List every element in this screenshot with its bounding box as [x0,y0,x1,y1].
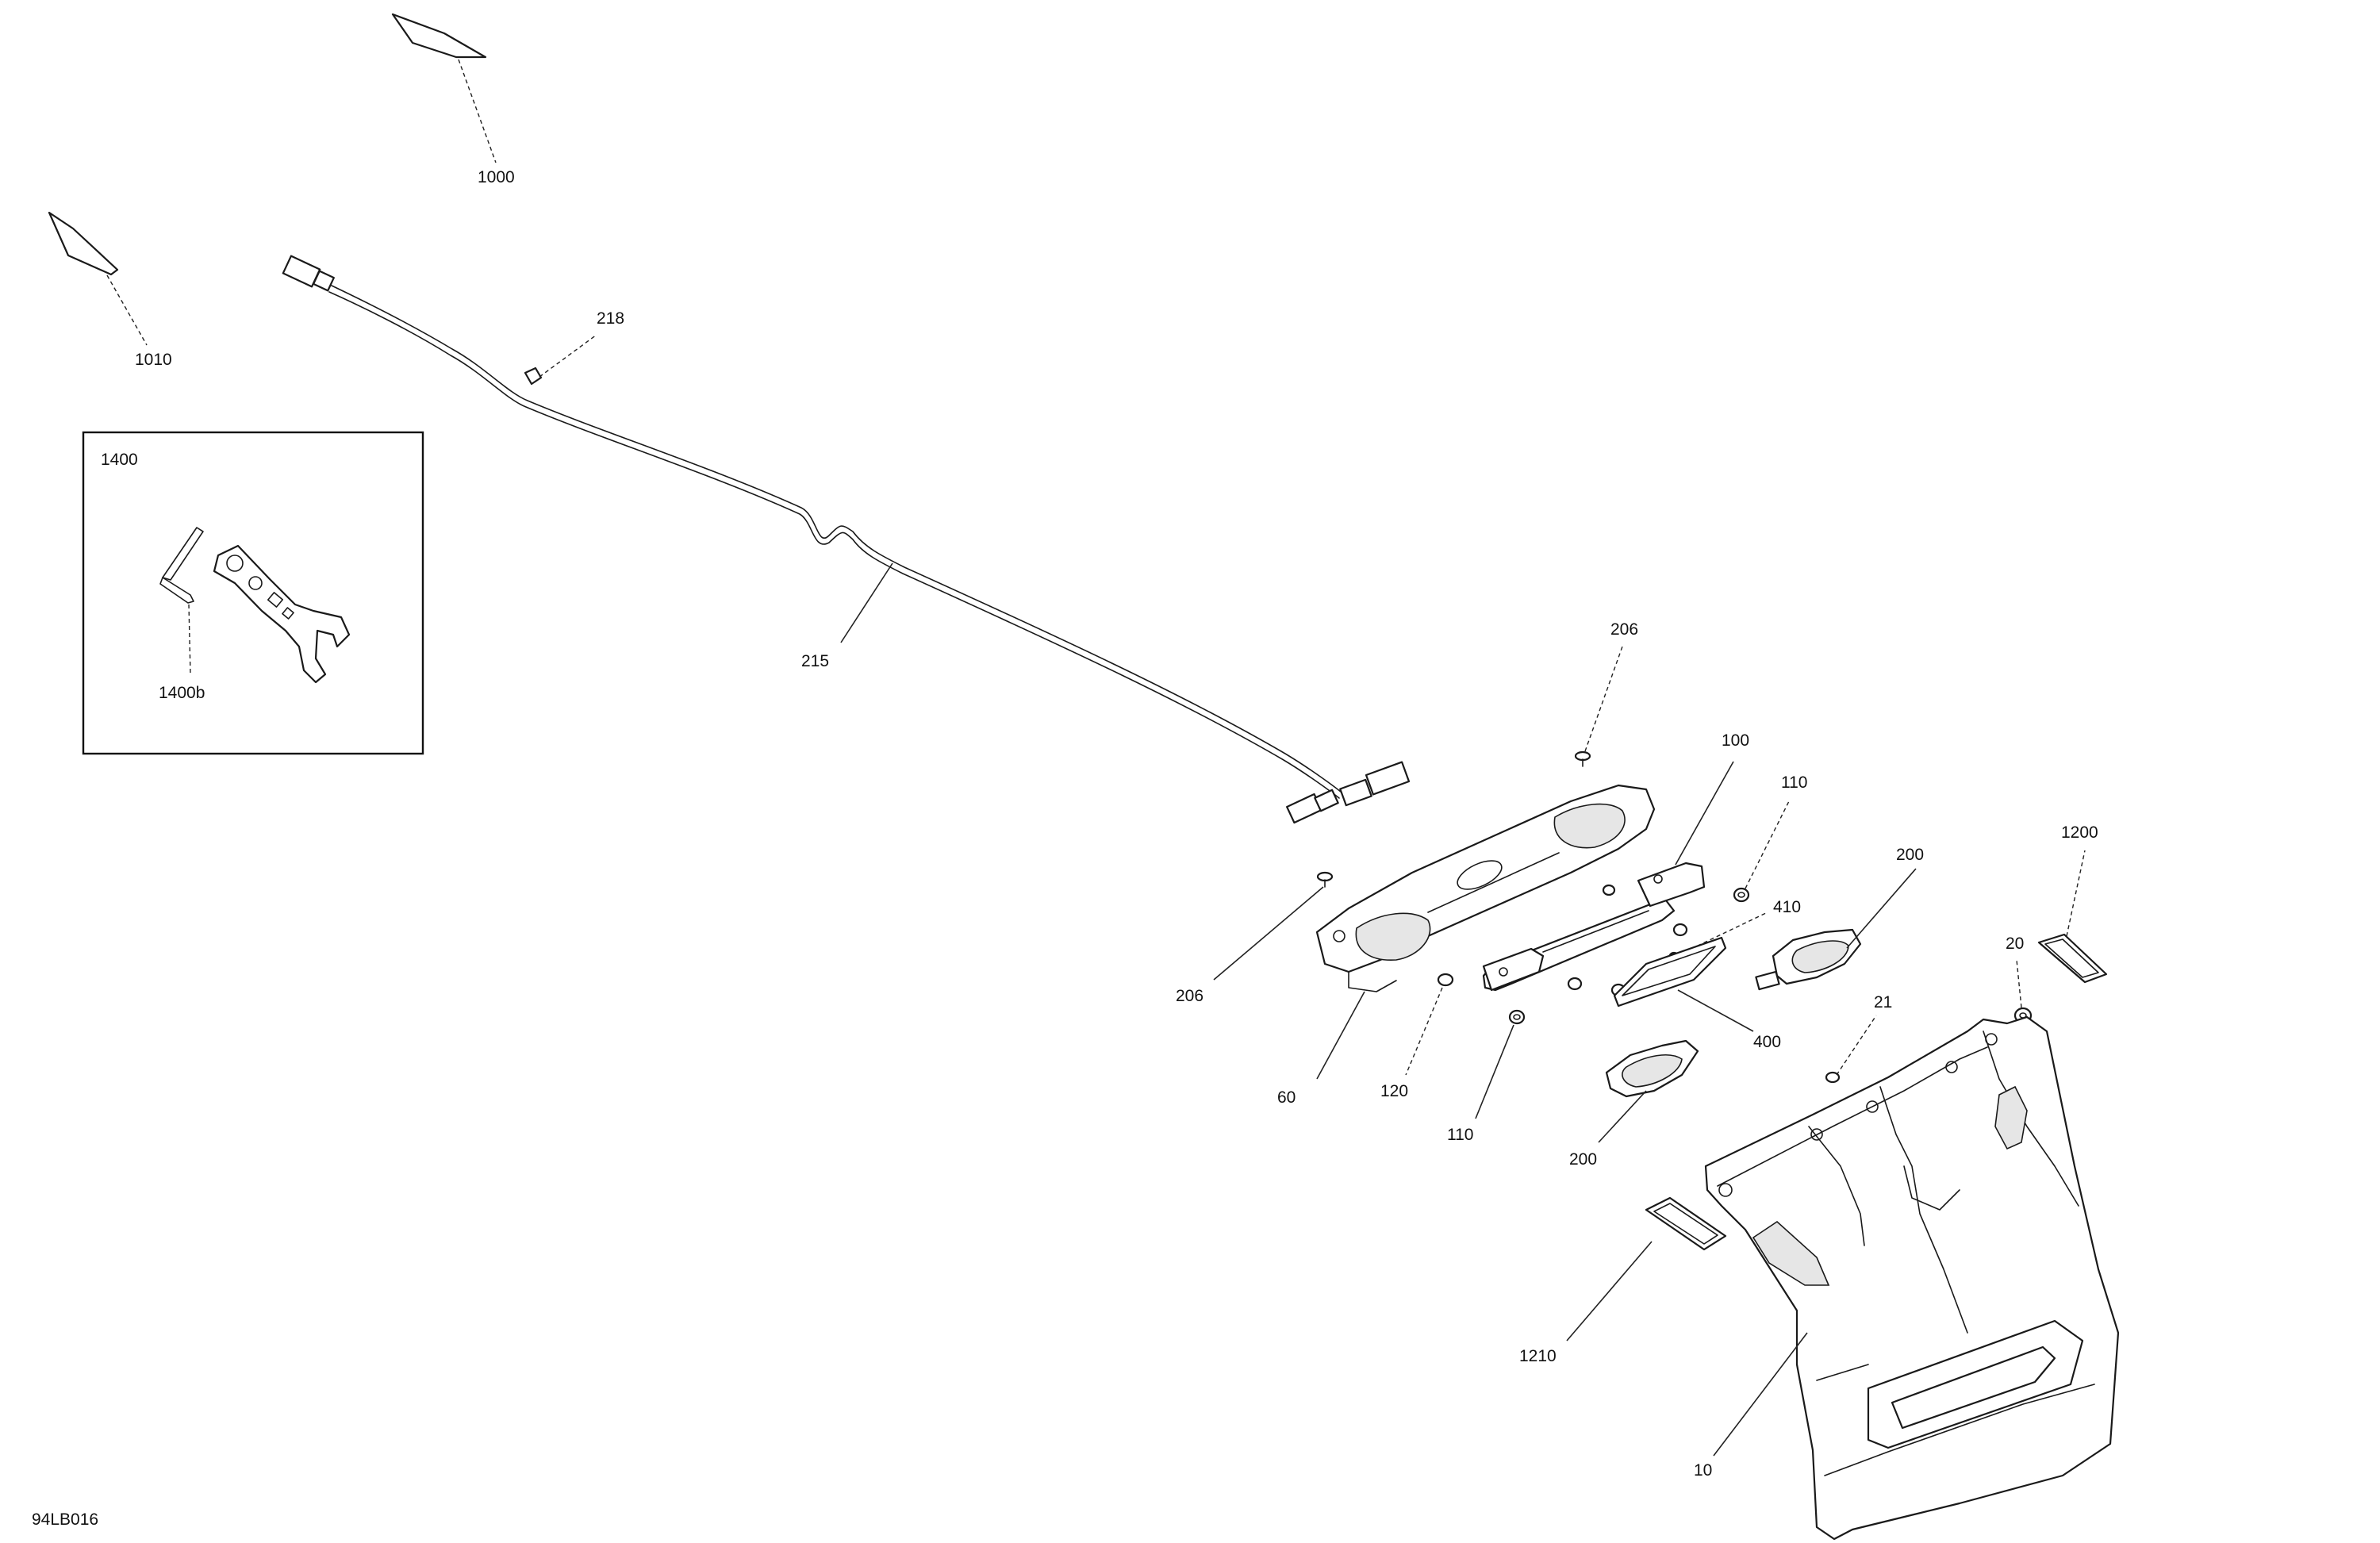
callout-100: 100 [1722,731,1749,750]
callout-206-top: 206 [1610,620,1638,639]
part-100-mounting-bracket[interactable] [1482,862,1706,992]
part-120-washer[interactable] [1437,973,1454,987]
kit-1400-box: 1400 1400b [82,431,424,755]
callout-206-left: 206 [1176,987,1203,1005]
callout-1210: 1210 [1519,1347,1557,1365]
callout-1000: 1000 [478,168,515,186]
part-1400-wrench[interactable] [213,544,351,684]
part-200-light-right[interactable] [1755,928,1862,991]
part-206-screw-left[interactable] [1316,871,1334,888]
part-nut-d[interactable] [1602,884,1616,896]
part-218-clip[interactable] [524,367,543,386]
part-1200-decal[interactable] [2037,933,2108,984]
callout-20: 20 [2006,935,2024,953]
callout-10: 10 [1694,1461,1712,1480]
part-21-rivet[interactable] [1825,1071,1841,1084]
callout-200-top: 200 [1896,846,1924,864]
part-206-screw-top[interactable] [1574,750,1591,767]
part-1010-decal[interactable] [48,211,119,276]
callout-410: 410 [1773,898,1801,916]
callout-200-bottom: 200 [1569,1150,1597,1169]
part-200-light-bottom[interactable] [1605,1039,1699,1098]
callout-218: 218 [597,309,624,328]
callout-1010: 1010 [135,351,172,369]
part-nut-a[interactable] [1672,923,1688,937]
callout-110-bottom: 110 [1447,1126,1473,1144]
callout-60: 60 [1277,1088,1296,1107]
kit-box-label: 1400 [101,451,138,469]
part-1210-decal[interactable] [1645,1196,1727,1251]
part-10-snowflap[interactable] [1704,1015,2120,1541]
part-110-nut-left[interactable] [1508,1009,1526,1025]
part-1000-decal[interactable] [391,13,487,59]
callout-110-top: 110 [1781,773,1807,792]
part-215-wiring-harness[interactable] [282,255,1411,824]
part-nut-b[interactable] [1567,977,1583,991]
part-400-lens[interactable] [1613,936,1727,1008]
callout-1200: 1200 [2061,823,2098,842]
callout-215: 215 [801,652,829,670]
callout-1400b: 1400b [159,684,205,702]
callout-400: 400 [1753,1033,1781,1051]
drawing-code: 94LB016 [32,1510,98,1529]
callout-120: 120 [1380,1082,1408,1100]
part-60-taillight-housing[interactable] [1315,784,1656,992]
part-110-nut-right[interactable] [1733,887,1750,903]
part-1400b-hex-key[interactable] [159,527,204,604]
callout-21: 21 [1874,993,1892,1011]
